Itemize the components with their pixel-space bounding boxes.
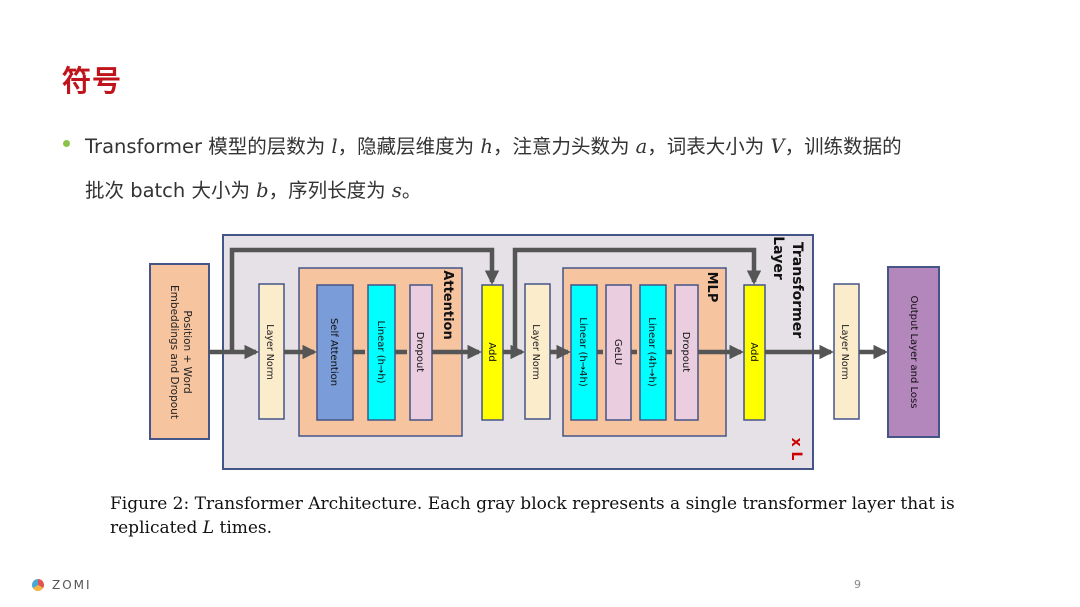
self-attention-block	[316, 284, 354, 421]
bullet-text-segment: ，训练数据的	[784, 135, 902, 158]
layer-norm-1-label: Layer Norm	[264, 324, 275, 379]
bullet-text-segment: Transformer 模型的层数为	[85, 135, 332, 158]
attention-label: Attention	[440, 270, 455, 339]
layer-norm-final-label: Layer Norm	[839, 324, 850, 379]
linear-h-h-block	[367, 284, 396, 421]
self-attention-label: Self Attention	[328, 318, 339, 386]
bullet-text-line-1: Transformer 模型的层数为 l，隐藏层维度为 h，注意力头数为 a，词…	[85, 130, 902, 159]
math-variable: s	[391, 179, 402, 202]
math-variable: a	[635, 135, 648, 158]
linear-h-4h-block	[570, 284, 598, 421]
bullet-text-segment: ，词表大小为	[647, 135, 771, 158]
math-variable: b	[256, 179, 269, 202]
embeddings-label-1: Position + Word	[181, 310, 193, 393]
bullet-text-segment: ，注意力头数为	[492, 135, 636, 158]
residual-arrow-2	[512, 247, 762, 352]
math-variable: V	[770, 135, 785, 158]
repeat-label: x L	[788, 438, 804, 461]
layer-norm-2-label: Layer Norm	[530, 324, 541, 379]
caption-variable: L	[202, 518, 215, 538]
layer-norm-final-block	[833, 283, 860, 420]
output-label: Output Layer and Loss	[908, 296, 919, 409]
math-variable: l	[331, 135, 338, 158]
footer-logo: ZOMI	[32, 578, 92, 592]
add-2-label: Add	[748, 342, 759, 361]
caption-text-end: times.	[214, 518, 273, 538]
output-block	[887, 266, 940, 438]
transformer-label-1: Transformer	[789, 242, 805, 338]
transformer-label-2: Layer	[770, 236, 786, 280]
bullet-text-line-2: 批次 batch 大小为 b，序列长度为 s。	[85, 174, 421, 203]
figure-caption-line-2: replicated L times.	[110, 518, 272, 538]
bullet-text-segment: 。	[401, 179, 422, 202]
residual-arrow-1	[229, 247, 500, 352]
add-1-label: Add	[486, 342, 497, 361]
linear-4h-h-label: Linear (4h→h)	[646, 317, 657, 387]
math-variable: h	[480, 135, 493, 158]
logo-text: ZOMI	[52, 578, 92, 592]
dropout-1-label: Dropout	[414, 332, 425, 373]
bullet-text-segment: ，隐藏层维度为	[337, 135, 481, 158]
mlp-label: MLP	[704, 272, 719, 303]
gelu-label: GeLU	[612, 339, 623, 365]
bullet-text-segment: ，序列长度为	[268, 179, 392, 202]
bullet-text-segment: 批次 batch 大小为	[85, 179, 257, 202]
embeddings-label-2: Embeddings and Dropout	[168, 285, 180, 419]
slide-title: 符号	[62, 64, 123, 98]
page-number: 9	[854, 578, 861, 591]
caption-text: replicated	[110, 518, 203, 538]
linear-4h-h-block	[639, 284, 667, 421]
linear-h-h-label: Linear (h→h)	[375, 320, 386, 383]
bullet-dot	[63, 140, 70, 147]
linear-h-4h-label: Linear (h→4h)	[577, 317, 588, 387]
logo-icon	[32, 579, 44, 591]
figure-caption-line-1: Figure 2: Transformer Architecture. Each…	[110, 494, 955, 514]
dropout-2-label: Dropout	[680, 332, 691, 373]
